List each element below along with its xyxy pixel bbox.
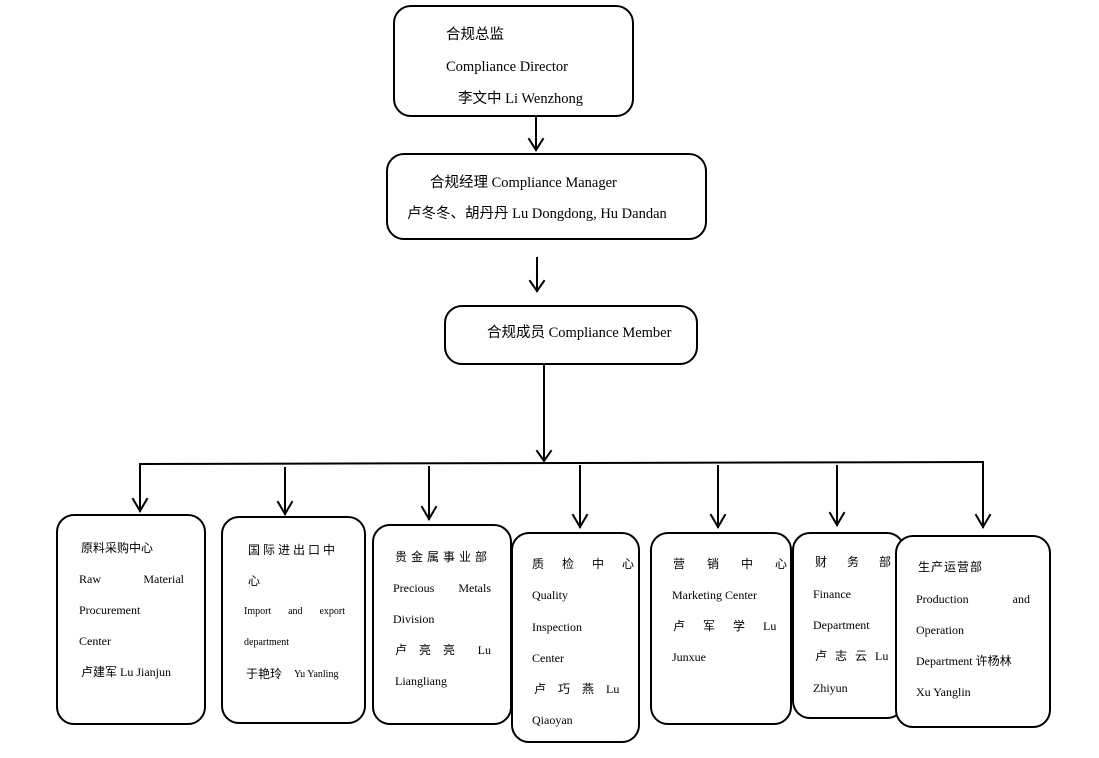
department-node-import-export: 国际进出口中 心 Import and export department 于艳…	[221, 516, 366, 724]
drop-arrowhead-quality	[571, 513, 589, 529]
department-name-en-line: Precious Metals	[393, 582, 491, 594]
department-name-en-word: Metals	[458, 581, 491, 595]
department-person-en: Junxue	[672, 650, 706, 664]
director-manager-arrowhead	[527, 137, 545, 152]
department-node-quality: 质检中心 Quality Inspection Center 卢巧燕 Lu Qi…	[511, 532, 640, 743]
department-name-cn: 营销中心	[673, 557, 810, 571]
department-name-en: Inspection	[532, 620, 582, 634]
department-person-cn: 卢军学	[673, 619, 764, 633]
department-person-cn: 于艳玲	[246, 667, 283, 681]
department-bus-line	[138, 460, 985, 466]
drop-arrowhead-finance	[828, 511, 846, 527]
department-name-en-word: Raw	[79, 572, 101, 586]
department-name-en: Division	[393, 612, 435, 626]
department-person-line: 卢志云 Lu	[815, 649, 889, 663]
department-node-marketing: 营销中心 Marketing Center 卢军学 Lu Junxue	[650, 532, 792, 725]
department-person: 卢建军 Lu Jianjun	[81, 665, 171, 679]
department-node-precious-metals: 贵金属事业部 Precious Metals Division 卢亮亮 Lu L…	[372, 524, 512, 725]
department-name-en: department	[244, 637, 289, 648]
department-person-en: Liangliang	[395, 674, 447, 688]
department-person-en: Lu	[606, 682, 620, 696]
department-name-cn: 质检中心	[532, 557, 653, 571]
department-node-finance: 财务部 Finance Department 卢志云 Lu Zhiyun	[792, 532, 905, 719]
department-person-line: 卢军学 Lu	[673, 619, 776, 633]
drop-arrowhead-raw-material	[131, 497, 149, 513]
member-node: 合规成员 Compliance Member	[444, 305, 698, 365]
department-name-en-word: Precious	[393, 581, 435, 595]
department-person-en: Lu	[477, 643, 491, 657]
department-person-cn: 卢亮亮	[395, 643, 468, 657]
department-name-en-word: and	[288, 606, 303, 617]
manager-persons: 卢冬冬、胡丹丹 Lu Dongdong, Hu Dandan	[407, 206, 667, 222]
department-name-en: Department 许杨林	[916, 654, 1012, 668]
department-name-cn: 贵金属事业部	[395, 550, 492, 564]
department-person-line: 卢巧燕 Lu	[534, 683, 619, 695]
director-node: 合规总监 Compliance Director 李文中 Li Wenzhong	[393, 5, 634, 117]
department-name-cn: 原料采购中心	[81, 541, 154, 555]
department-name-en-word: Import	[244, 606, 272, 617]
department-name-en-line: Import and export	[244, 607, 345, 617]
director-title-cn: 合规总监	[446, 27, 504, 43]
director-title-en: Compliance Director	[446, 59, 568, 75]
member-title: 合规成员 Compliance Member	[487, 325, 672, 341]
department-name-cn: 国际进出口中	[248, 543, 339, 557]
manager-node: 合规经理 Compliance Manager 卢冬冬、胡丹丹 Lu Dongd…	[386, 153, 707, 240]
department-name-en: Procurement	[79, 603, 141, 617]
manager-member-arrowhead	[528, 279, 546, 293]
department-name-en: Center	[79, 634, 111, 648]
department-person-en: Lu	[763, 619, 777, 633]
drop-arrowhead-production	[974, 513, 992, 529]
department-person-en: Lu	[875, 649, 889, 663]
department-name-en-word: and	[1012, 592, 1030, 606]
department-name-en: Center	[532, 651, 564, 665]
department-name-en: Department	[813, 618, 870, 632]
department-name-cn: 财务部	[815, 555, 912, 569]
department-name-en: Marketing Center	[672, 588, 757, 602]
department-name-en-word: export	[319, 606, 345, 617]
director-person: 李文中 Li Wenzhong	[458, 91, 584, 107]
department-name-en: Finance	[813, 587, 851, 601]
department-person-cn: 卢巧燕	[534, 682, 607, 696]
department-person-line: 卢亮亮 Lu	[395, 644, 491, 656]
department-name-en: Operation	[916, 623, 964, 637]
drop-arrowhead-import-export	[276, 500, 294, 516]
department-person-en: Qiaoyan	[532, 713, 573, 727]
department-name-en-line: Production and	[916, 593, 1030, 605]
department-name-en-word: Material	[143, 572, 184, 586]
department-node-raw-material: 原料采购中心 Raw Material Procurement Center 卢…	[56, 514, 206, 725]
department-person-en: Xu Yanglin	[916, 685, 971, 699]
department-name-cn: 生产运营部	[918, 560, 984, 574]
drop-arrowhead-precious-metals	[420, 505, 438, 521]
department-person-en: Zhiyun	[813, 681, 848, 695]
department-name-en-word: Production	[916, 592, 969, 606]
manager-title: 合规经理 Compliance Manager	[430, 175, 617, 191]
member-bus-arrowhead	[535, 449, 553, 463]
department-name-en-line: Raw Material	[79, 573, 184, 585]
department-person-en: Yu Yanling	[294, 669, 339, 680]
department-name-en: Quality	[532, 588, 568, 602]
drop-arrowhead-marketing	[709, 513, 727, 529]
department-node-production: 生产运营部 Production and Operation Departmen…	[895, 535, 1051, 728]
department-person-cn: 卢志云	[815, 649, 876, 663]
department-name-cn: 心	[248, 574, 261, 588]
